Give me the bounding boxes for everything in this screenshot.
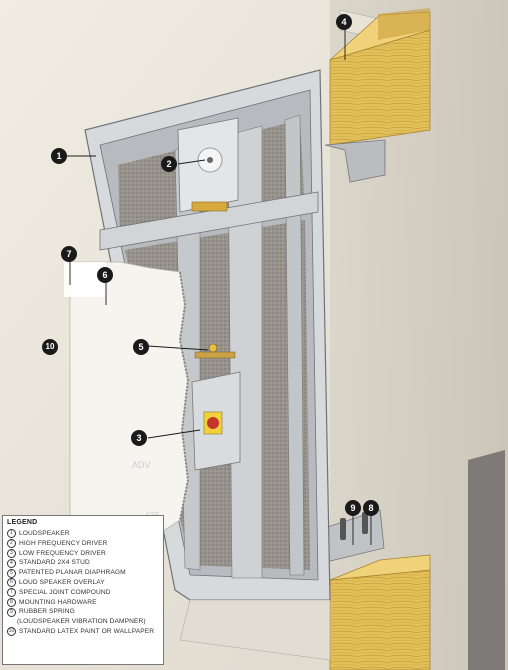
wall-bottom-edge xyxy=(179,599,331,661)
callout-2: 2 xyxy=(161,156,177,172)
hf-driver-mount xyxy=(191,201,228,212)
overlay-faint-text-1: ADV xyxy=(132,460,151,470)
callout-leader-lines xyxy=(67,24,372,545)
hf-driver-center xyxy=(207,157,213,163)
back-panel-strip xyxy=(468,450,505,670)
legend-item-number: 5 xyxy=(7,568,16,578)
legend-item-label: LOW FREQUENCY DRIVER xyxy=(19,549,106,557)
speaker-overlay-panel xyxy=(69,261,189,531)
callout-6: 6 xyxy=(97,267,113,283)
top-mounting-bracket xyxy=(324,139,386,183)
legend-item-label: STANDARD 2X4 STUD xyxy=(19,559,90,567)
callout-3: 3 xyxy=(131,430,147,446)
legend-item-sublabel: (LOUDSPEAKER VIBRATION DAMPNER) xyxy=(17,618,146,626)
callout-4: 4 xyxy=(336,14,352,30)
bottom-stud-top xyxy=(329,554,431,581)
lf-driver-core xyxy=(207,417,219,429)
callout-1: 1 xyxy=(51,148,67,164)
inner-stud-right xyxy=(284,114,305,576)
overlay-torn-edge xyxy=(178,271,190,521)
callout-10: 10 xyxy=(42,339,58,355)
legend-item-number: 9 xyxy=(7,607,16,617)
legend-item-label: LOUD SPEAKER OVERLAY xyxy=(19,578,105,586)
bottom-stud-face xyxy=(329,569,431,670)
frame-crossbar xyxy=(99,191,319,251)
legend-item-number: 1 xyxy=(7,529,16,539)
legend-item-number: 2 xyxy=(7,539,16,549)
legend-item-label: LOUDSPEAKER xyxy=(19,530,70,537)
rubber-spring-1 xyxy=(340,518,346,540)
legend-item-label: MOUNTING HARDWARE xyxy=(19,598,97,606)
callout-8: 8 xyxy=(363,500,379,516)
legend-title: LEGEND xyxy=(7,519,38,526)
rubber-spring-2 xyxy=(362,512,368,534)
top-stud-side xyxy=(378,8,430,40)
legend-item-number: 10 xyxy=(7,627,16,637)
callout-7: 7 xyxy=(61,246,77,262)
callout-9: 9 xyxy=(345,500,361,516)
legend-item-label: PATENTED PLANAR DIAPHRAGM xyxy=(19,569,126,577)
callout-5: 5 xyxy=(133,339,149,355)
legend-item-number: 8 xyxy=(7,597,16,607)
planar-diaphragm-screw xyxy=(208,343,218,353)
legend-item-label: SPECIAL JOINT COMPOUND xyxy=(19,588,111,596)
legend-item-label: HIGH FREQUENCY DRIVER xyxy=(19,539,108,547)
legend-item-number: 6 xyxy=(7,578,16,588)
planar-diaphragm-bracket xyxy=(194,351,236,359)
legend-item-label: RUBBER SPRING xyxy=(19,608,75,616)
legend-item-number: 4 xyxy=(7,558,16,568)
legend-item-number: 3 xyxy=(7,548,16,558)
legend-item-label: STANDARD LATEX PAINT OR WALLPAPER xyxy=(19,627,155,635)
legend-item-number: 7 xyxy=(7,588,16,598)
